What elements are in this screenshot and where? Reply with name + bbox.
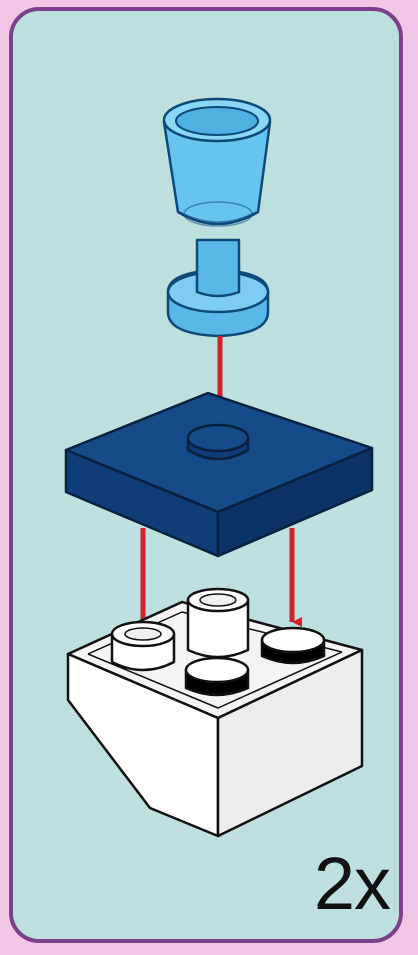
slope-brick-inverted xyxy=(68,589,362,836)
plate-2x2 xyxy=(66,393,372,556)
goblet-piece xyxy=(164,99,270,336)
quantity-label: 2x xyxy=(314,847,390,921)
